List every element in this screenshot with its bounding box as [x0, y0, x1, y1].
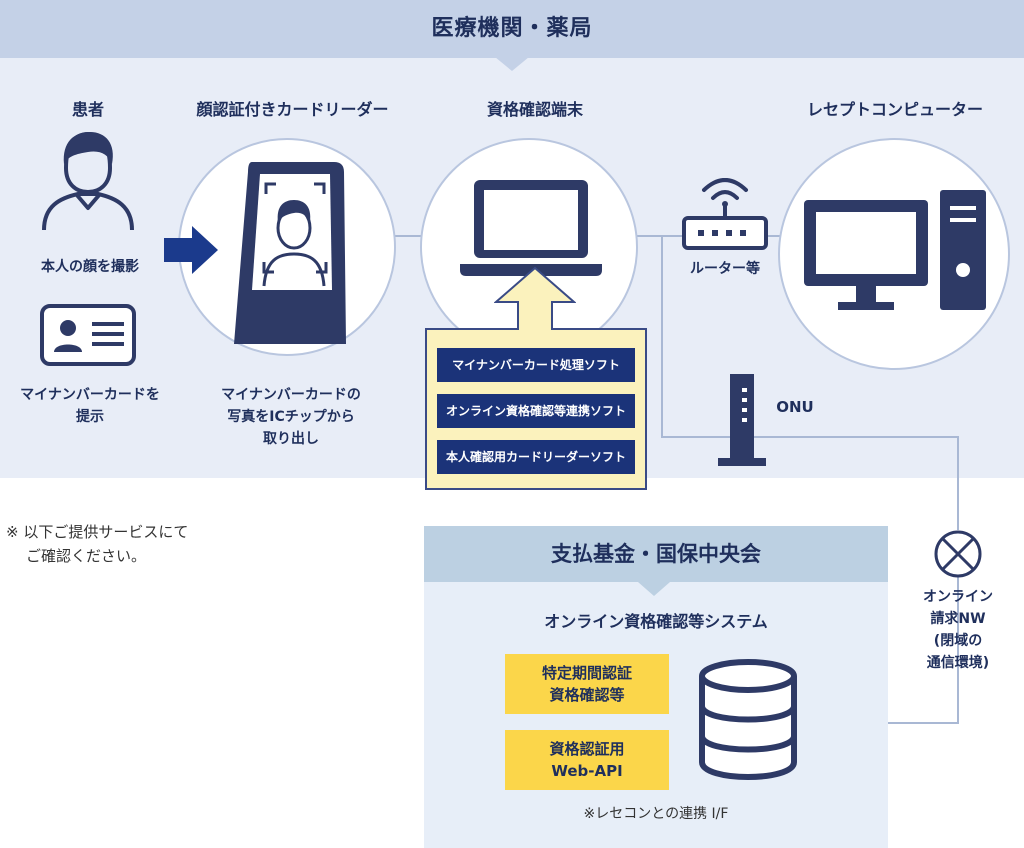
system-title: オンライン資格確認等システム — [544, 612, 768, 631]
up-arrow-icon — [494, 266, 576, 330]
web-api-box-line1: 資格認証用 — [549, 740, 625, 758]
banner-notch — [495, 57, 529, 71]
web-api-box-line2: Web-API — [551, 762, 623, 780]
card-reader-heading: 顔認証付きカードリーダー — [196, 100, 389, 119]
router-icon — [682, 178, 768, 250]
patient-heading: 患者 — [71, 100, 104, 119]
reader-description-line1: マイナンバーカードの — [221, 387, 361, 403]
software-item: マイナンバーカード処理ソフト — [437, 348, 635, 382]
wifi-icon — [702, 178, 748, 200]
receipt-pc-heading: レセプトコンピューター — [806, 100, 983, 119]
terminal-heading: 資格確認端末 — [486, 100, 583, 119]
network-label: オンライン 請求NW (閉域の 通信環境) — [900, 586, 1016, 674]
face-reader-icon — [234, 162, 346, 344]
person-icon — [42, 132, 134, 231]
present-card-line2: 提示 — [76, 409, 104, 425]
software-panel: マイナンバーカード処理ソフト オンライン資格確認等連携ソフト 本人確認用カードリ… — [425, 328, 647, 490]
software-item: 本人確認用カードリーダーソフト — [437, 440, 635, 474]
auth-box-line2: 資格確認等 — [549, 686, 625, 704]
service-note-line1: ※ 以下ご提供サービスにて — [6, 523, 189, 541]
interface-note: ※レセコンとの連携 I/F — [583, 806, 729, 822]
arrow-right-icon — [164, 226, 218, 274]
id-card-icon — [40, 304, 136, 366]
onu-icon — [718, 374, 766, 466]
reader-description: マイナンバーカードの 写真をICチップから 取り出し — [196, 384, 386, 450]
database-icon — [699, 659, 797, 780]
facility-banner — [0, 0, 1024, 58]
network-label-line4: 通信環境) — [926, 655, 990, 671]
web-api-box: 資格認証用 Web-API — [505, 730, 669, 790]
cross-circle-icon — [934, 530, 982, 578]
laptop-icon — [460, 180, 602, 276]
auth-box-line1: 特定期間認証 — [541, 664, 632, 682]
photo-step-label: 本人の顔を撮影 — [41, 259, 139, 275]
network-label-line1: オンライン — [923, 589, 993, 605]
fund-title: 支払基金・国保中央会 — [424, 526, 888, 582]
present-card-label: マイナンバーカードを 提示 — [2, 384, 178, 428]
network-label-line3: (閉域の — [933, 633, 983, 649]
fund-banner-notch — [638, 582, 670, 596]
facility-title: 医療機関・薬局 — [431, 16, 593, 41]
onu-label: ONU — [776, 398, 814, 416]
service-note-line2: ご確認ください。 — [26, 547, 147, 565]
present-card-line1: マイナンバーカードを — [20, 387, 160, 403]
router-label: ルーター等 — [690, 261, 760, 277]
arrow-stem-join — [519, 327, 551, 331]
reader-description-line3: 取り出し — [263, 431, 319, 447]
service-note: ※ 以下ご提供サービスにて ご確認ください。 — [6, 520, 188, 568]
software-item: オンライン資格確認等連携ソフト — [437, 394, 635, 428]
network-label-line2: 請求NW — [930, 611, 986, 627]
auth-box: 特定期間認証 資格確認等 — [505, 654, 669, 714]
reader-description-line2: 写真をICチップから — [227, 409, 355, 425]
desktop-computer-icon — [804, 190, 986, 310]
